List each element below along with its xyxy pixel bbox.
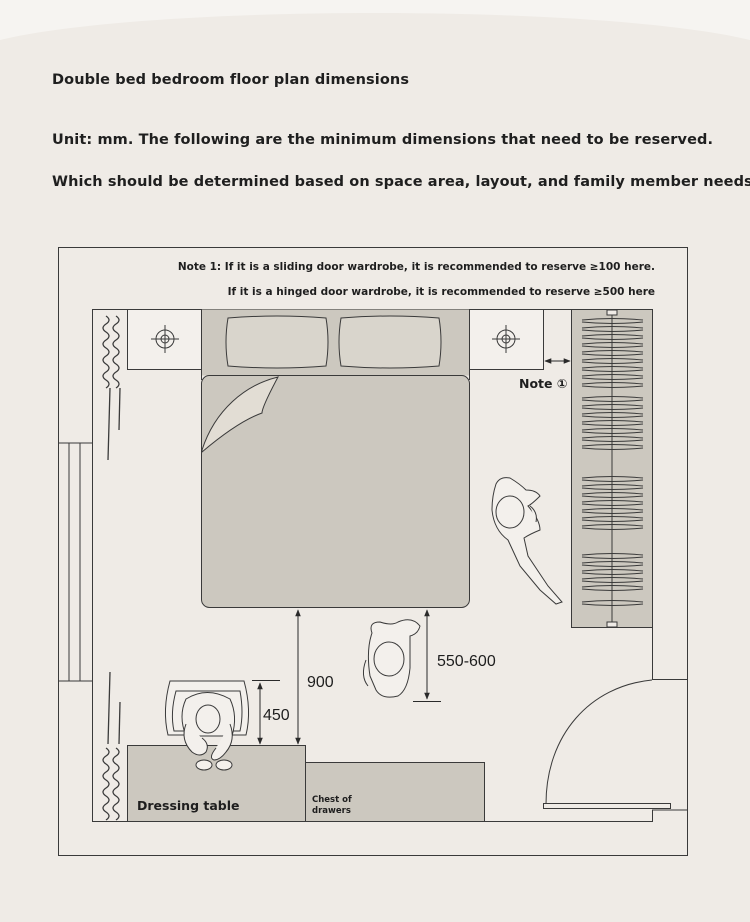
hanger xyxy=(581,334,644,340)
dimension-label-900: 900 xyxy=(307,674,334,691)
hanger xyxy=(581,342,644,348)
window xyxy=(58,442,92,682)
description-line-2: Which should be determined based on spac… xyxy=(52,174,750,190)
chest-label-line-1: Chest of xyxy=(312,795,352,805)
hanger xyxy=(581,524,644,530)
dimension-label-550-600: 550-600 xyxy=(437,653,496,670)
hanger xyxy=(581,516,644,522)
page-title: Double bed bedroom floor plan dimensions xyxy=(52,72,410,88)
hanger xyxy=(581,508,644,514)
hanger xyxy=(581,561,644,567)
dimension-550-600 xyxy=(413,609,441,702)
nightstand-left xyxy=(127,309,202,370)
note-line-2: If it is a hinged door wardrobe, it is r… xyxy=(228,286,655,298)
hanger xyxy=(581,444,644,450)
note-line-1: Note 1: If it is a sliding door wardrobe… xyxy=(178,261,655,273)
hanger xyxy=(581,350,644,356)
hanger xyxy=(581,436,644,442)
chest-of-drawers xyxy=(305,762,485,822)
dressing-table-label: Dressing table xyxy=(137,798,240,813)
hanger xyxy=(581,318,644,324)
nightstand-right xyxy=(469,309,544,370)
hanger xyxy=(581,420,644,426)
hanger xyxy=(581,500,644,506)
hangers xyxy=(581,318,644,606)
hanger xyxy=(581,577,644,583)
person-walking xyxy=(362,619,421,698)
hanger xyxy=(581,382,644,388)
hanger xyxy=(581,600,644,606)
dimension-label-450: 450 xyxy=(263,707,290,724)
door xyxy=(543,679,671,809)
hanger xyxy=(581,366,644,372)
curtain-upper xyxy=(102,315,121,461)
hanger xyxy=(581,374,644,380)
description-line-1: Unit: mm. The following are the minimum … xyxy=(52,132,714,148)
hanger xyxy=(581,358,644,364)
hanger xyxy=(581,553,644,559)
outer-boundary xyxy=(58,247,688,856)
pillows xyxy=(225,315,442,369)
hanger xyxy=(581,484,644,490)
background-arc xyxy=(0,0,750,40)
hanger xyxy=(581,476,644,482)
hanger xyxy=(581,412,644,418)
hanger xyxy=(581,396,644,402)
wardrobe xyxy=(571,309,653,628)
bed-blanket-fold xyxy=(201,376,279,454)
hanger xyxy=(581,585,644,591)
hanger xyxy=(581,492,644,498)
person-reaching xyxy=(491,477,563,605)
chest-label-line-2: drawers xyxy=(312,806,351,816)
hanger xyxy=(581,404,644,410)
note-marker: Note ① xyxy=(519,376,567,391)
dimension-450 xyxy=(252,680,280,745)
hanger xyxy=(581,569,644,575)
hanger xyxy=(581,326,644,332)
person-seated xyxy=(181,692,236,771)
hanger xyxy=(581,428,644,434)
curtain-lower xyxy=(102,671,121,821)
